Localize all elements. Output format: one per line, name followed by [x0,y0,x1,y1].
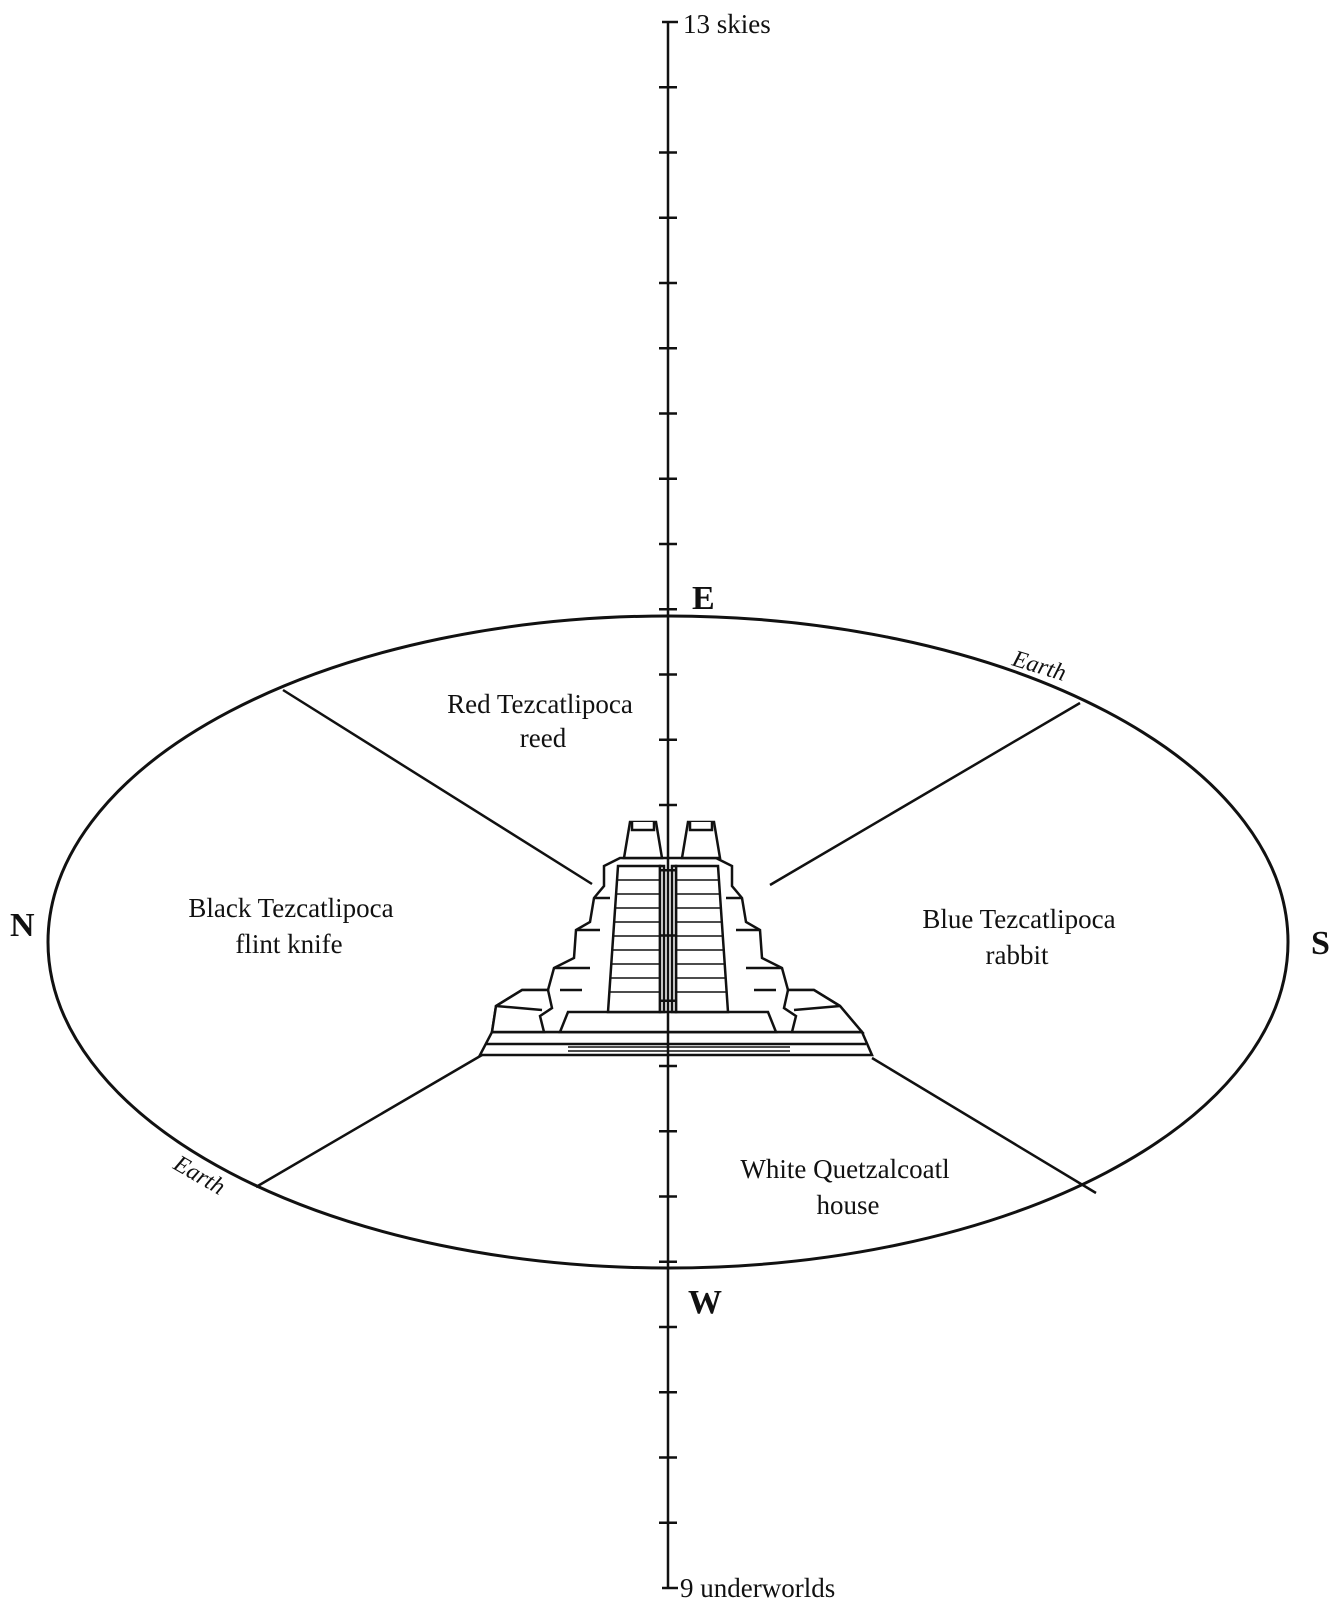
divider-east-south [770,703,1080,885]
region-west-sign: house [817,1190,880,1220]
earth-label-lower: Earth [168,1150,229,1200]
region-north-sign: flint knife [235,929,342,959]
temple-pyramid-icon [480,822,872,1055]
region-south-sign: rabbit [986,940,1049,970]
region-east-name: Red Tezcatlipoca [447,689,633,719]
direction-north: N [10,907,35,944]
region-north-name: Black Tezcatlipoca [188,893,393,923]
divider-north-west [256,1055,482,1187]
axis-bottom-label: 9 underworlds [680,1573,835,1600]
divider-east-north [283,690,592,884]
region-west-name: White Quetzalcoatl [740,1154,949,1184]
axis-top-label: 13 skies [683,9,771,39]
direction-east: E [692,580,715,617]
region-south-name: Blue Tezcatlipoca [922,904,1115,934]
direction-west: W [688,1284,722,1321]
direction-south: S [1311,925,1330,962]
region-east-sign: reed [520,723,567,753]
